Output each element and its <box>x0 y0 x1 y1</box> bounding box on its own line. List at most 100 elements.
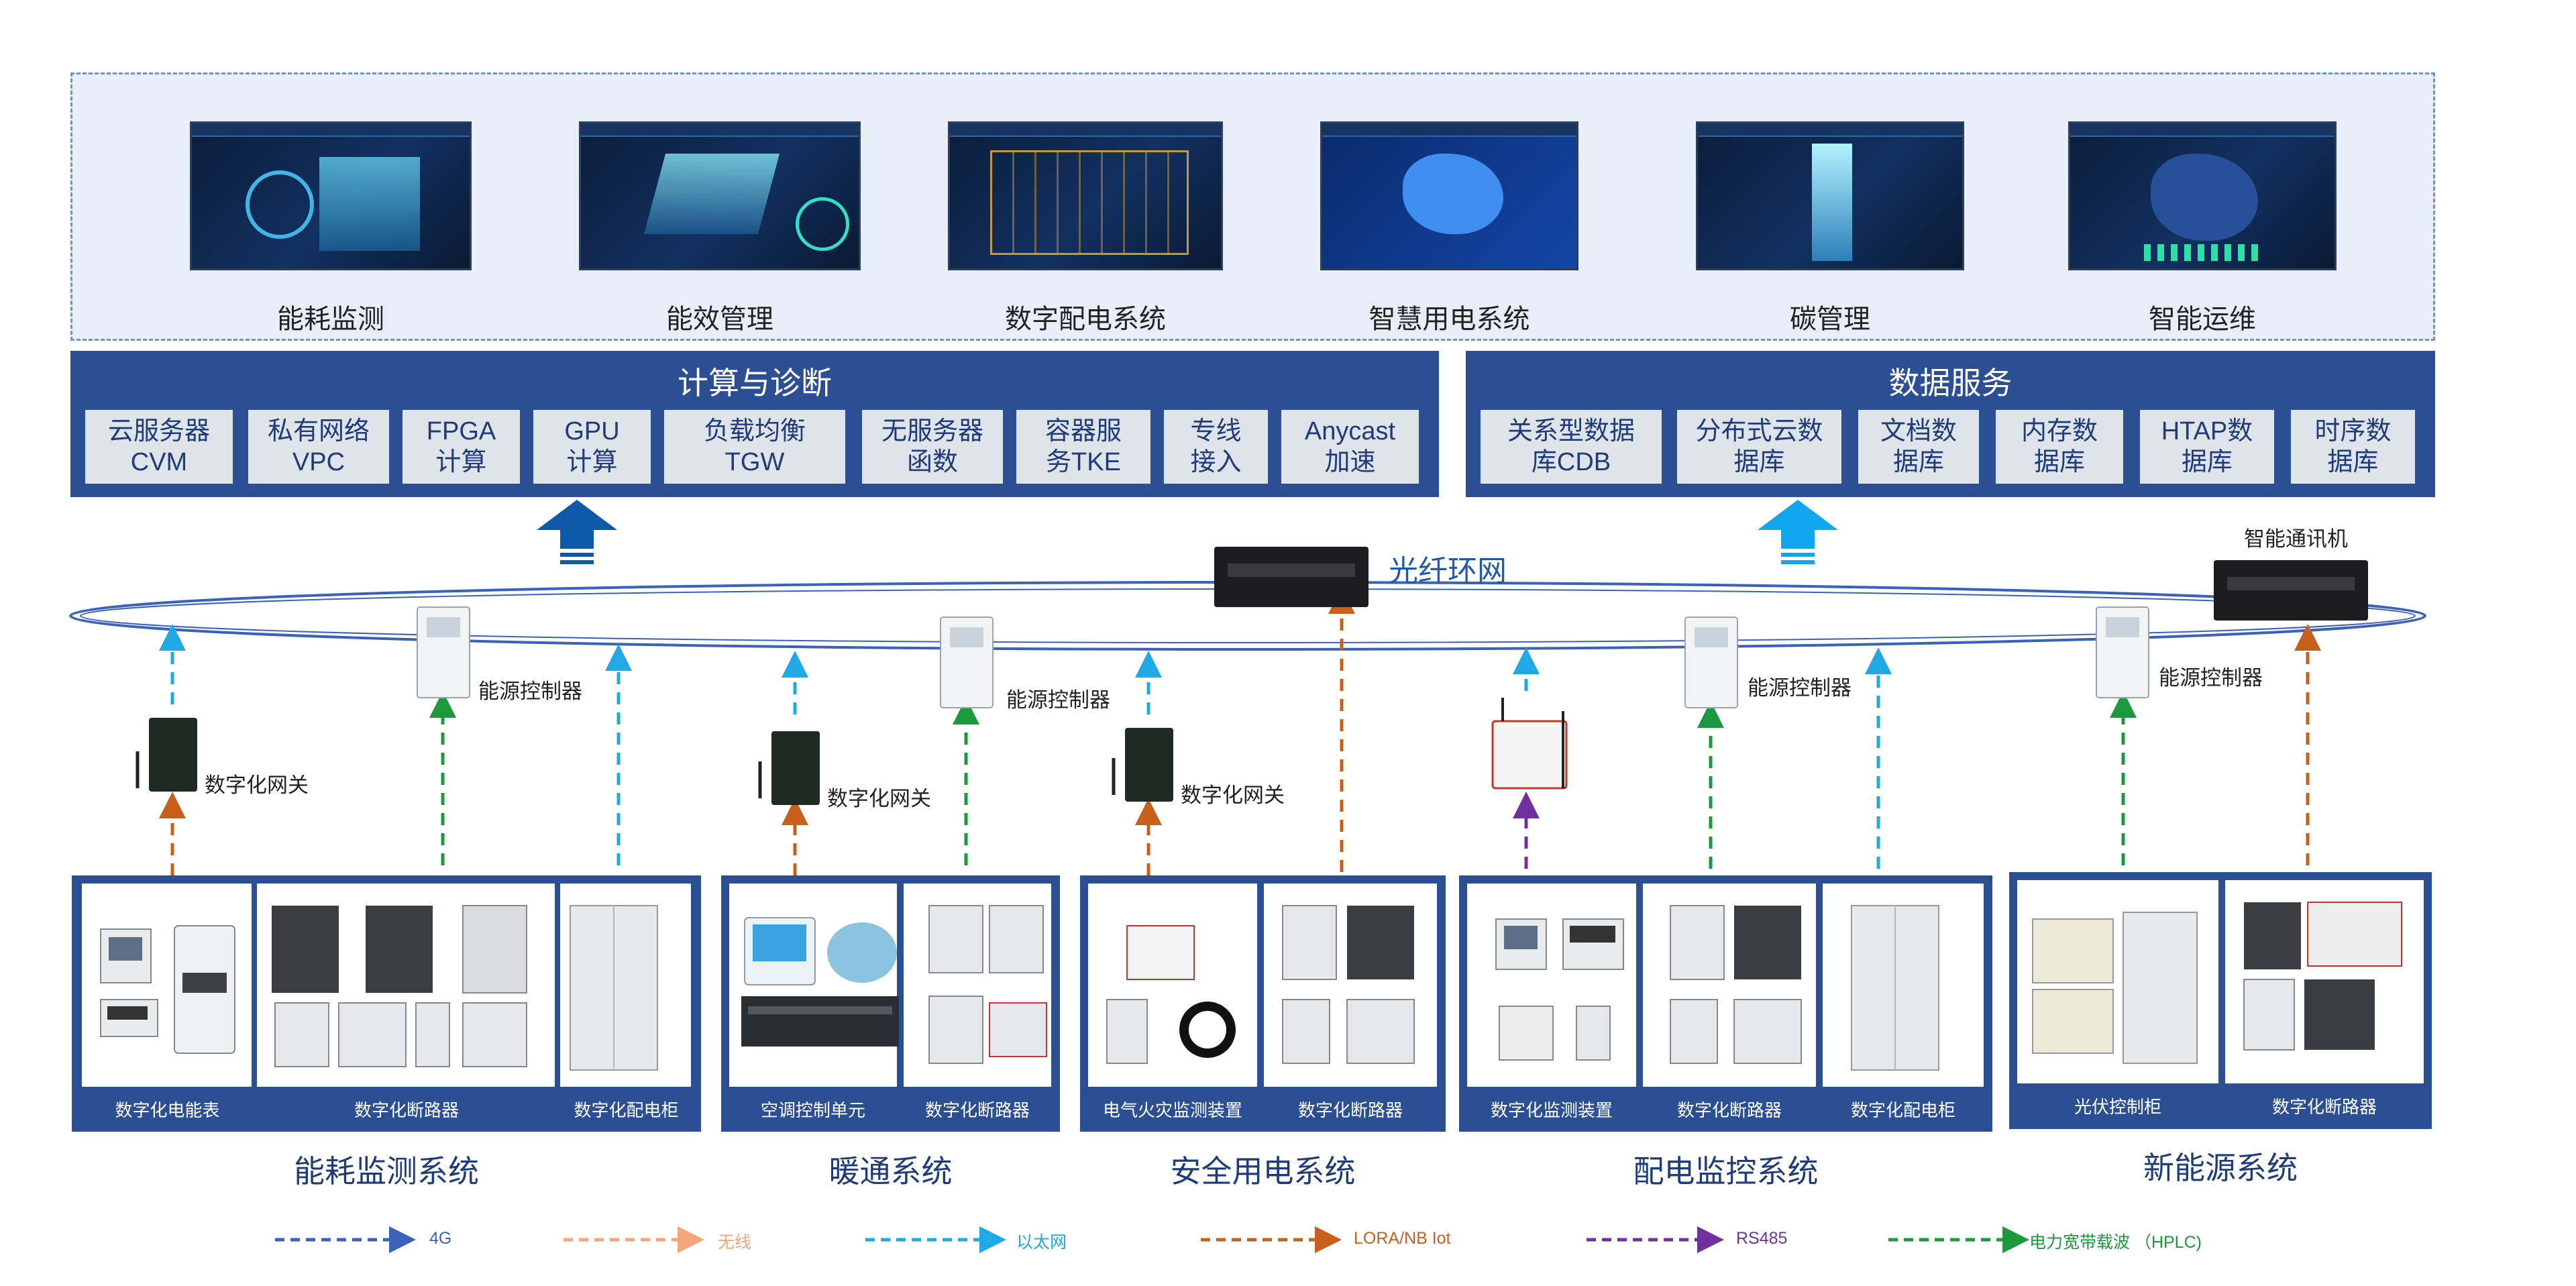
legend-ethernet: 以太网 <box>1016 1229 1067 1253</box>
device-image <box>2017 880 2218 1083</box>
block-title: 计算与诊断 <box>678 366 832 400</box>
system-name: 新能源系统 <box>2143 1150 2298 1185</box>
device-image <box>1823 883 1984 1087</box>
service-distributed-db[interactable]: 分布式云数据库 <box>1677 410 1841 484</box>
service-htap-db[interactable]: HTAP数据库 <box>2140 410 2274 484</box>
upload-arrow-left <box>537 500 617 564</box>
service-timeseries-db[interactable]: 时序数据库 <box>2291 410 2415 484</box>
system-box-distribution-monitoring: 数字化监测装置 数字化断路器 数字化配电柜 <box>1459 875 1992 1132</box>
system-name: 安全用电系统 <box>1170 1154 1356 1189</box>
service-document-db[interactable]: 文档数据库 <box>1858 410 1979 484</box>
device-caption: 数字化断路器 <box>354 1100 459 1120</box>
app-label: 智慧用电系统 <box>1368 305 1530 334</box>
legend-lora: LORA/NB Iot <box>1354 1229 1451 1248</box>
device-caption: 数字化配电柜 <box>574 1100 679 1120</box>
legend-label: 电力宽带载波 （HPLC) <box>2029 1233 2202 1252</box>
device-image <box>904 883 1051 1087</box>
device-image <box>561 883 691 1087</box>
app-digital-distribution[interactable]: 数字配电系统 <box>948 121 1223 336</box>
legend-label: LORA/NB Iot <box>1354 1229 1451 1248</box>
digital-gateway-device <box>136 718 197 792</box>
app-energy-efficiency[interactable]: 能效管理 <box>579 121 861 336</box>
energy-controller-device <box>417 606 470 698</box>
legend-label: RS485 <box>1736 1229 1788 1248</box>
legend-hplc: 电力宽带载波 （HPLC) <box>2029 1229 2202 1253</box>
legend-label: 4G <box>429 1229 452 1248</box>
app-screenshot <box>948 121 1223 270</box>
legend-4g: 4G <box>429 1229 451 1248</box>
app-screenshot <box>1696 121 1964 270</box>
system-box-energy-monitoring: 数字化电能表 数字化断路器 数字化配电柜 <box>72 875 701 1132</box>
device-caption: 数字化断路器 <box>1297 1100 1403 1120</box>
app-energy-monitoring[interactable]: 能耗监测 <box>190 121 472 336</box>
app-screenshot <box>1320 121 1578 270</box>
energy-controller-device <box>940 617 994 708</box>
upload-arrow-right <box>1758 500 1838 564</box>
connection-lines <box>159 587 2321 875</box>
energy-controller-label: 能源控制器 <box>1748 676 1851 700</box>
app-screenshot <box>2068 121 2337 270</box>
digital-gateway-device <box>758 731 820 805</box>
device-image <box>1088 883 1257 1087</box>
legend-rs485: RS485 <box>1736 1229 1787 1248</box>
legend-label: 无线 <box>718 1233 752 1252</box>
system-box-safe-electricity: 电气火灾监测装置 数字化断路器 <box>1080 875 1446 1132</box>
service-tke[interactable]: 容器服务TKE <box>1016 410 1150 484</box>
service-serverless[interactable]: 无服务器函数 <box>862 410 1003 484</box>
energy-controller-label: 能源控制器 <box>478 680 582 703</box>
system-name: 能耗监测系统 <box>294 1154 479 1189</box>
energy-controller-label: 能源控制器 <box>1006 688 1110 712</box>
app-label: 智能运维 <box>2149 305 2256 334</box>
fiber-ring-label: 光纤环网 <box>1389 555 1507 588</box>
service-cdb[interactable]: 关系型数据库CDB <box>1481 410 1662 484</box>
digital-gateway-label: 数字化网关 <box>827 787 931 810</box>
app-label: 碳管理 <box>1790 305 1870 334</box>
service-memory-db[interactable]: 内存数据库 <box>1996 410 2123 484</box>
energy-controller-label: 能源控制器 <box>2159 666 2263 690</box>
digital-gateway-label: 数字化网关 <box>1181 784 1285 807</box>
app-smart-operations[interactable]: 智能运维 <box>2068 121 2337 336</box>
app-smart-electricity[interactable]: 智慧用电系统 <box>1320 121 1578 336</box>
legend-wireless: 无线 <box>718 1229 751 1253</box>
app-carbon-management[interactable]: 碳管理 <box>1696 121 1964 336</box>
energy-controller-device <box>1684 617 1738 708</box>
system-box-new-energy: 光伏控制柜 数字化断路器 <box>2009 872 2432 1129</box>
digital-gateway-device <box>1112 728 1173 802</box>
device-caption: 数字化电能表 <box>115 1100 220 1120</box>
device-caption: 电气火灾监测装置 <box>1102 1100 1242 1120</box>
device-caption: 数字化断路器 <box>2271 1097 2377 1117</box>
device-caption: 空调控制单元 <box>760 1100 865 1120</box>
app-label: 数字配电系统 <box>1005 305 1166 334</box>
legend-label: 以太网 <box>1016 1233 1067 1252</box>
device-caption: 光伏控制柜 <box>2074 1097 2161 1117</box>
device-image <box>1643 883 1816 1087</box>
fiber-switch-device <box>1214 547 1368 607</box>
device-caption: 数字化断路器 <box>1676 1100 1782 1120</box>
app-screenshot <box>190 121 472 270</box>
device-image <box>729 883 897 1087</box>
block-title: 数据服务 <box>1888 366 2012 400</box>
service-dedicated-line[interactable]: 专线接入 <box>1164 410 1268 484</box>
system-box-hvac: 空调控制单元 数字化断路器 <box>721 875 1060 1132</box>
device-image <box>1467 883 1636 1087</box>
device-image <box>258 883 614 1087</box>
system-name: 配电监控系统 <box>1633 1154 1819 1189</box>
data-service-block: 数据服务 关系型数据库CDB 分布式云数据库 文档数据库 内存数据库 HTAP数… <box>1466 351 2435 497</box>
app-screenshot <box>579 121 861 270</box>
applications-panel: 能耗监测 能效管理 数字配电系统 智慧用电系统 碳管理 智能运维 <box>70 72 2435 341</box>
device-image <box>1264 883 1437 1087</box>
system-name: 暖通系统 <box>828 1154 953 1189</box>
energy-controller-device <box>2096 606 2149 698</box>
device-caption: 数字化配电柜 <box>1850 1100 1955 1120</box>
digital-gateway-label: 数字化网关 <box>205 773 309 797</box>
device-image <box>2225 880 2424 1083</box>
wireless-monitor-device <box>1491 698 1568 790</box>
